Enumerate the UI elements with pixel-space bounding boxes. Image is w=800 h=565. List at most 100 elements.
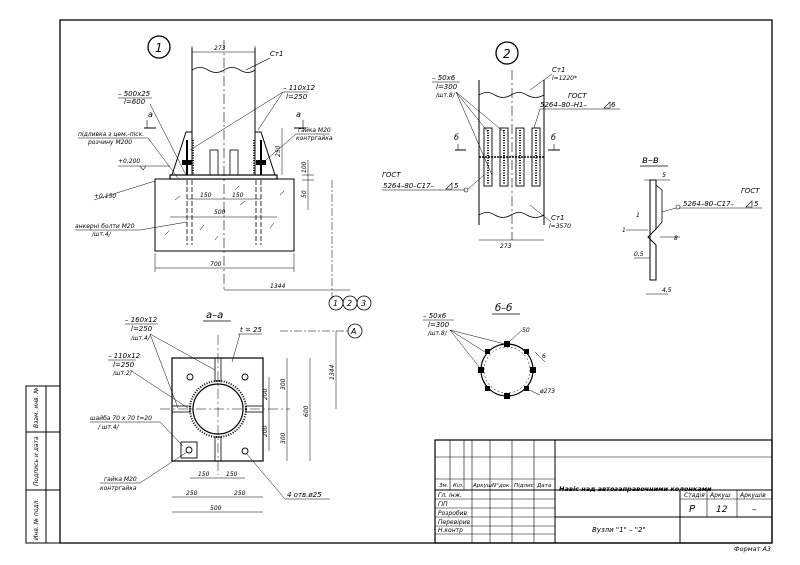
- title-block: Зм. Кіл. Аркуш N°док Підпис Дата Гл. інж…: [434, 439, 773, 553]
- vv-gost2: 5264–80–С17–: [683, 200, 735, 208]
- vv-d45: 4,5: [662, 287, 672, 294]
- aa-nut-1: гайка М20: [104, 476, 137, 483]
- aa-rib2-qty: /шт.2/: [112, 370, 133, 377]
- node1-nut-1: гайка М20: [298, 127, 331, 134]
- node1-plate-label: – 500х25: [118, 90, 151, 98]
- bb-d273: ø273: [539, 388, 555, 395]
- node1-rib-label: – 110х12: [283, 84, 316, 92]
- node1-dim-700: 700: [210, 261, 222, 268]
- tb-col-5: Дата: [536, 483, 552, 489]
- node1-anchor-2: /шт.4/: [91, 231, 112, 238]
- node1-dim-150a: 150: [200, 192, 212, 199]
- side-stamp-3: Инв. № подл.: [33, 499, 40, 540]
- vv-d5: 5: [662, 172, 666, 179]
- side-stamp: Взам. инв. № Подпись и дата Инв. № подл.: [25, 385, 61, 544]
- bb-d6: 6: [542, 353, 546, 360]
- aa-d250a: 250: [186, 490, 198, 497]
- node2-gost-label: ГОСТ: [568, 92, 587, 100]
- section-v-v: в–в 5 ГОСТ 5264–80–С17– 5 1 1 8 0,5 4,5: [622, 155, 762, 295]
- node2-gost-left-n: 5: [454, 182, 459, 190]
- tb-sheet-h: Аркуш: [709, 492, 731, 499]
- tb-col-4: Підпис: [514, 483, 534, 489]
- aa-d200a: 200: [262, 388, 269, 400]
- node2-gost-left-1: ГОСТ: [382, 171, 401, 179]
- node1-number: 1: [155, 41, 163, 55]
- node2-plate-qty: /шт.8/: [435, 92, 456, 99]
- node1-rib-length: l=250: [286, 93, 308, 101]
- vv-gost1: ГОСТ: [741, 187, 760, 195]
- node2-gost-top: 5264–80–Н1–: [540, 101, 587, 109]
- node2-ct1b: Ст1: [551, 214, 564, 222]
- node2-plate-length: l=300: [436, 83, 458, 91]
- axis-label: А: [350, 327, 356, 336]
- node1-dim-273: 273: [214, 45, 226, 52]
- aa-rib2-length: l=250: [113, 361, 135, 369]
- node2-sect-b-right: б: [551, 133, 556, 142]
- node1-dim-250: 250: [275, 145, 282, 157]
- node1-sect-a-left: а: [148, 110, 153, 119]
- vv-title: в–в: [642, 155, 659, 166]
- section-a-a: а–а – 160х12 l=250 /шт.4/ t = 25 – 110х1…: [90, 310, 337, 513]
- node2-gost-top-n: 6: [611, 101, 616, 109]
- ref-3: 3: [361, 299, 366, 308]
- node1-dim-150b: 150: [232, 192, 244, 199]
- aa-holes: 4 отв.ø25: [287, 491, 322, 499]
- aa-d150b: 150: [226, 471, 238, 478]
- tb-stage: Р: [689, 504, 696, 515]
- tb-role-2: Розробив: [438, 510, 468, 517]
- bb-plate-label: – 50х6: [423, 312, 447, 320]
- tb-role-4: Н.контр: [438, 527, 463, 534]
- node2-ct1: Ст1: [552, 66, 565, 74]
- tb-col-2: Аркуш: [472, 483, 492, 489]
- bb-plate-length: l=300: [428, 321, 450, 329]
- tb-role-0: Гл. інж.: [438, 492, 462, 499]
- side-stamp-2: Подпись и дата: [33, 436, 40, 486]
- node2-plate-label: – 50х6: [432, 74, 456, 82]
- aa-title: а–а: [206, 310, 223, 321]
- aa-d200b: 200: [262, 425, 269, 437]
- tb-col-1: Кіл.: [453, 483, 464, 489]
- node1-ct1: Ст1: [270, 50, 283, 58]
- section-b-b: б–б – 50х6 l=300 /шт.8/ 50 6 ø273: [423, 302, 555, 399]
- aa-d300b: 300: [280, 432, 287, 444]
- node2-gost-left-2: 5264–80–С17–: [383, 182, 435, 190]
- vv-gost-n: 5: [754, 200, 759, 208]
- aa-rib-qty: /шт.4/: [130, 335, 151, 342]
- tb-col-3: N°док: [492, 483, 510, 489]
- node1-plate-length: l=600: [124, 98, 146, 106]
- tb-format: Формат А3: [734, 545, 771, 553]
- ref-2: 2: [347, 299, 352, 308]
- node-2: 2 273 – 50х6 l=300 /шт.8/ Ст1 l=1220* ГО…: [382, 41, 620, 250]
- tb-role-3: Перевірив: [438, 519, 471, 526]
- aa-nut-2: контргайка: [100, 485, 137, 492]
- node2-ct1b-length: l=3570: [549, 223, 571, 230]
- vv-d1: 1: [636, 212, 640, 219]
- tb-stage-h: Стадія: [684, 492, 705, 499]
- reference-circles: 1 2 3 А: [280, 295, 372, 339]
- vv-d1b: 1: [622, 227, 626, 234]
- node1-nut-2: контргайка: [296, 135, 333, 142]
- node1-dim-500: 500: [214, 209, 226, 216]
- aa-rib2-label: – 110х12: [108, 352, 141, 360]
- node2-sect-b-left: б: [454, 133, 459, 142]
- tb-col-0: Зм.: [439, 483, 449, 489]
- tb-sheet: 12: [716, 505, 728, 515]
- node2-ct1-length: l=1220*: [552, 75, 577, 82]
- tb-drawing: Вузли "1" – "2": [592, 526, 646, 534]
- node-1: 1 273 Ст1 – 500х25: [75, 35, 350, 300]
- aa-d150a: 150: [198, 471, 210, 478]
- bb-plate-qty: /шт.8/: [427, 330, 448, 337]
- aa-d500: 500: [210, 505, 222, 512]
- node1-level-1: +0,200: [118, 158, 140, 165]
- aa-washer-qty: / шт.4/: [97, 424, 120, 431]
- aa-d1344: 1344: [329, 365, 336, 380]
- aa-rib-length: l=250: [131, 325, 153, 333]
- tb-project: Навіс над автозаправочними колонками: [559, 485, 712, 493]
- tb-role-1: ГІП: [438, 501, 448, 508]
- node1-dim-50: 50: [301, 190, 308, 198]
- node1-dim-100: 100: [301, 161, 308, 173]
- side-stamp-1: Взам. инв. №: [33, 387, 40, 428]
- node2-number: 2: [503, 47, 511, 61]
- tb-sheets-h: Аркушів: [739, 492, 766, 499]
